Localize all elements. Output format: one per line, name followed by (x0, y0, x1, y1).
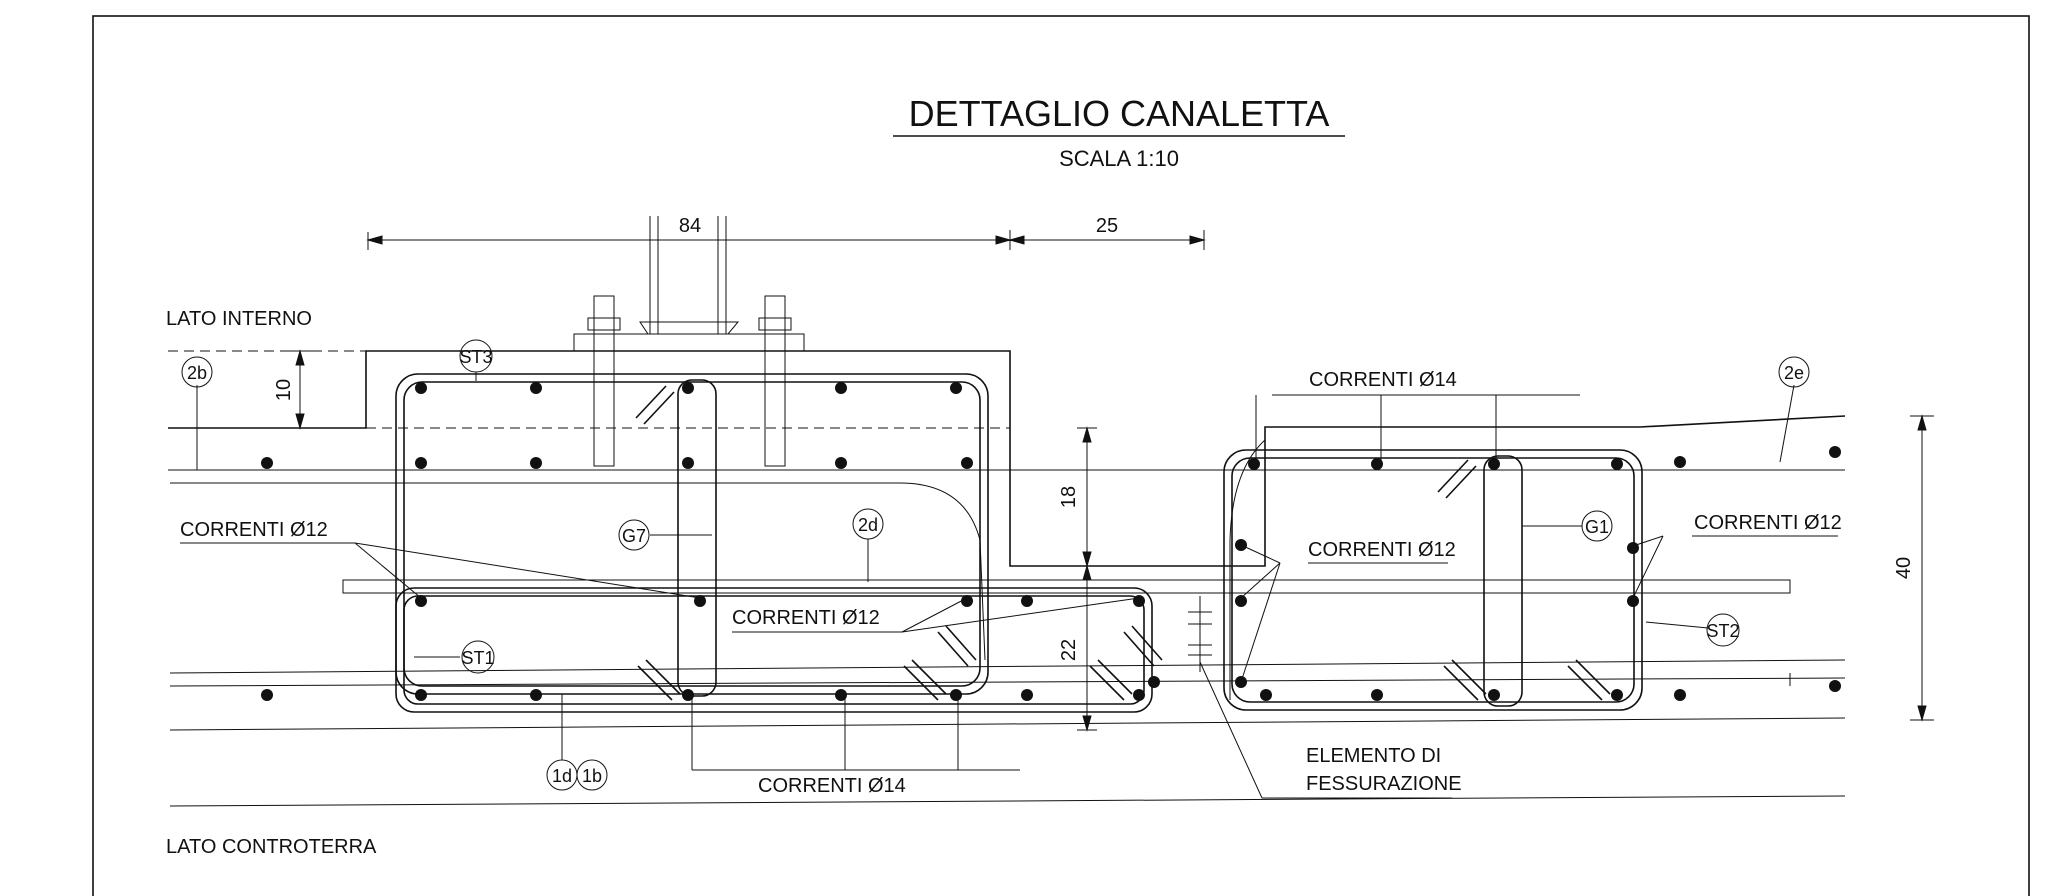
marker-g7: G7 (622, 526, 646, 546)
dim-18: 18 (1058, 486, 1080, 508)
marker-g1: G1 (1585, 517, 1609, 537)
marker-1b: 1b (582, 766, 602, 786)
label-correnti-14-top: CORRENTI Ø14 (1309, 369, 1457, 391)
stirrup-g7 (677, 379, 717, 697)
dim-25: 25 (1096, 215, 1118, 237)
label-correnti-12-right-inner: CORRENTI Ø12 (1308, 539, 1456, 561)
marker-st1: ST1 (461, 648, 494, 668)
label-correnti-12-right: CORRENTI Ø12 (1694, 512, 1842, 534)
marker-st2: ST2 (1706, 621, 1739, 641)
marker-1d: 1d (552, 766, 572, 786)
stirrup-g1 (1483, 455, 1523, 707)
anchor-assembly (573, 216, 805, 467)
dim-10: 10 (273, 379, 295, 401)
hooks (635, 385, 1611, 701)
label-fessurazione-line1: ELEMENTO DI (1306, 745, 1441, 767)
crack-inducer (1188, 596, 1212, 672)
dim-40: 40 (1893, 557, 1915, 579)
label-fessurazione-line2: FESSURAZIONE (1306, 773, 1462, 795)
dim-22: 22 (1058, 639, 1080, 661)
dimension-lines (288, 230, 1934, 732)
dim-84: 84 (679, 215, 701, 237)
stirrup-st1 (395, 587, 1153, 713)
stirrup-st3 (395, 373, 989, 695)
rebar-bars (261, 382, 1841, 701)
concrete-outline (168, 350, 1846, 807)
marker-st3: ST3 (459, 347, 492, 367)
marker-2e: 2e (1784, 363, 1804, 383)
callout-markers (181, 339, 1810, 791)
label-correnti-12-left: CORRENTI Ø12 (180, 519, 328, 541)
title: DETTAGLIO CANALETTA (909, 93, 1330, 134)
marker-2d: 2d (858, 515, 878, 535)
leader-lines (180, 372, 1838, 799)
drawing-frame (92, 15, 2030, 896)
marker-2b: 2b (187, 363, 207, 383)
label-correnti-12-center: CORRENTI Ø12 (732, 607, 880, 629)
label-lato-controterra: LATO CONTROTERRA (166, 836, 377, 858)
scale-label: SCALA 1:10 (1059, 146, 1179, 171)
label-correnti-14-bottom: CORRENTI Ø14 (758, 775, 906, 797)
label-lato-interno: LATO INTERNO (166, 308, 312, 330)
